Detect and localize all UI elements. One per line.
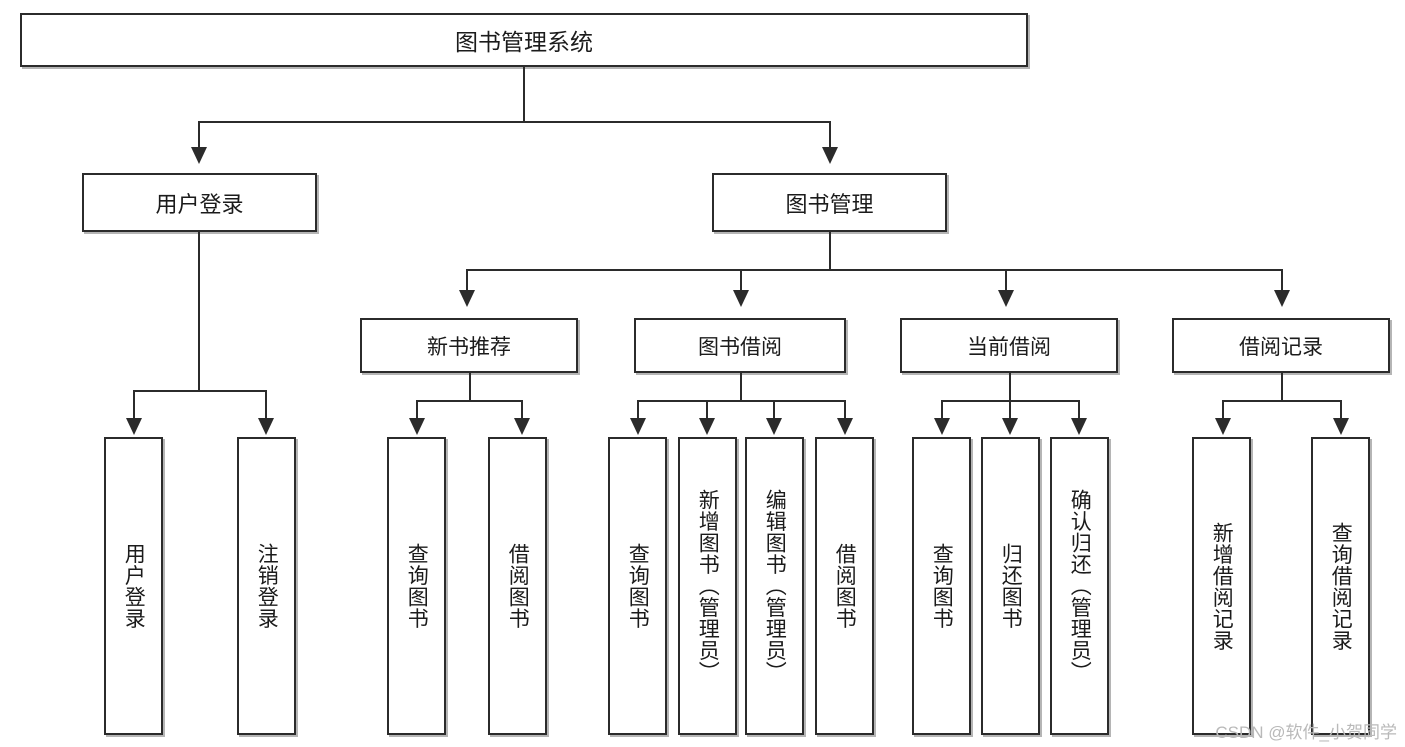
leaf-currentborrow-return-book[interactable]: 归还图书 (981, 437, 1040, 735)
node-label: 注销登录 (255, 543, 279, 629)
connector-bookmgmt-trunk (829, 232, 831, 269)
connector-borrowrecord-trunk (1281, 373, 1283, 400)
node-label: 借阅图书 (506, 543, 530, 629)
connector-level2-drop-3 (1005, 269, 1007, 290)
connector-borrowrecord-bus (1222, 400, 1341, 402)
node-label: 借阅记录 (1239, 335, 1323, 359)
node-book-management[interactable]: 图书管理 (712, 173, 947, 232)
leaf-logout[interactable]: 注销登录 (237, 437, 296, 735)
arrowhead-user-login (191, 147, 207, 164)
connector-root-trunk (523, 67, 525, 121)
node-label: 确认归还（管理员） (1068, 489, 1092, 683)
leaf-borrowrecord-query-record[interactable]: 查询借阅记录 (1311, 437, 1370, 735)
arrowhead-book-borrow (733, 290, 749, 307)
leaf-recommend-query-book[interactable]: 查询图书 (387, 437, 446, 735)
connector-bookborrow-drop-3 (773, 400, 775, 418)
connector-recommend-drop-2 (521, 400, 523, 418)
connector-level1-drop-left (198, 121, 200, 147)
connector-level1-drop-right (829, 121, 831, 147)
leaf-bookborrow-add-book-admin[interactable]: 新增图书（管理员） (678, 437, 737, 735)
node-label: 图书管理系统 (455, 29, 593, 55)
arrowhead-current-borrow (998, 290, 1014, 307)
leaf-currentborrow-query-book[interactable]: 查询图书 (912, 437, 971, 735)
node-label: 查询图书 (626, 543, 650, 629)
arrowhead-leaf-user-login (126, 418, 142, 435)
csdn-watermark: CSDN @软件_小贺同学 (1215, 723, 1397, 742)
connector-borrowrecord-drop-1 (1222, 400, 1224, 418)
connector-currentborrow-drop-1 (941, 400, 943, 418)
node-label: 用户登录 (122, 543, 146, 629)
arrowhead-currentborrow-leaf-3 (1071, 418, 1087, 435)
connector-bookborrow-drop-1 (637, 400, 639, 418)
arrowhead-currentborrow-leaf-2 (1002, 418, 1018, 435)
arrowhead-bookborrow-leaf-2 (699, 418, 715, 435)
node-label: 归还图书 (999, 543, 1023, 629)
node-borrow-record[interactable]: 借阅记录 (1172, 318, 1390, 373)
arrowhead-recommend-leaf-1 (409, 418, 425, 435)
connector-currentborrow-drop-3 (1078, 400, 1080, 418)
arrowhead-borrowrecord-leaf-1 (1215, 418, 1231, 435)
node-label: 新增图书（管理员） (696, 489, 720, 683)
node-label: 图书管理 (785, 191, 874, 217)
leaf-bookborrow-edit-book-admin[interactable]: 编辑图书（管理员） (745, 437, 804, 735)
node-label: 当前借阅 (967, 335, 1051, 359)
connector-bookborrow-bus (637, 400, 845, 402)
leaf-currentborrow-confirm-return-admin[interactable]: 确认归还（管理员） (1050, 437, 1109, 735)
node-new-book-recommend[interactable]: 新书推荐 (360, 318, 578, 373)
node-user-login[interactable]: 用户登录 (82, 173, 317, 232)
connector-borrowrecord-drop-2 (1340, 400, 1342, 418)
connector-currentborrow-drop-2 (1009, 400, 1011, 418)
arrowhead-leaf-logout (258, 418, 274, 435)
leaf-bookborrow-query-book[interactable]: 查询图书 (608, 437, 667, 735)
arrowhead-bookborrow-leaf-1 (630, 418, 646, 435)
node-label: 编辑图书（管理员） (763, 489, 787, 683)
connector-userlogin-drop-2 (265, 390, 267, 418)
leaf-user-login[interactable]: 用户登录 (104, 437, 163, 735)
arrowhead-bookborrow-leaf-3 (766, 418, 782, 435)
connector-bookborrow-drop-4 (844, 400, 846, 418)
node-book-borrow[interactable]: 图书借阅 (634, 318, 846, 373)
node-current-borrow[interactable]: 当前借阅 (900, 318, 1118, 373)
arrowhead-borrow-record (1274, 290, 1290, 307)
arrowhead-recommend-leaf-2 (514, 418, 530, 435)
leaf-bookborrow-borrow-book[interactable]: 借阅图书 (815, 437, 874, 735)
node-label: 新增借阅记录 (1210, 521, 1234, 651)
node-label: 查询借阅记录 (1329, 521, 1353, 651)
connector-userlogin-drop-1 (133, 390, 135, 418)
connector-level1-bus (198, 121, 830, 123)
node-root-system[interactable]: 图书管理系统 (20, 13, 1028, 67)
connector-recommend-drop-1 (416, 400, 418, 418)
connector-level2-drop-2 (740, 269, 742, 290)
connector-level2-drop-4 (1281, 269, 1283, 290)
arrowhead-new-book-recommend (459, 290, 475, 307)
connector-recommend-bus (416, 400, 522, 402)
connector-level2-bus (466, 269, 1282, 271)
connector-bookborrow-drop-2 (706, 400, 708, 418)
arrowhead-currentborrow-leaf-1 (934, 418, 950, 435)
connector-userlogin-trunk (198, 232, 200, 390)
connector-recommend-trunk (469, 373, 471, 400)
leaf-borrowrecord-add-record[interactable]: 新增借阅记录 (1192, 437, 1251, 735)
node-label: 用户登录 (155, 191, 244, 217)
node-label: 借阅图书 (833, 543, 857, 629)
node-label: 图书借阅 (698, 335, 782, 359)
connector-currentborrow-trunk (1009, 373, 1011, 400)
leaf-recommend-borrow-book[interactable]: 借阅图书 (488, 437, 547, 735)
node-label: 新书推荐 (427, 335, 511, 359)
connector-level2-drop-1 (466, 269, 468, 290)
connector-bookborrow-trunk (740, 373, 742, 400)
connector-userlogin-bus (133, 390, 266, 392)
node-label: 查询图书 (405, 543, 429, 629)
arrowhead-bookborrow-leaf-4 (837, 418, 853, 435)
node-label: 查询图书 (930, 543, 954, 629)
arrowhead-book-manage (822, 147, 838, 164)
arrowhead-borrowrecord-leaf-2 (1333, 418, 1349, 435)
